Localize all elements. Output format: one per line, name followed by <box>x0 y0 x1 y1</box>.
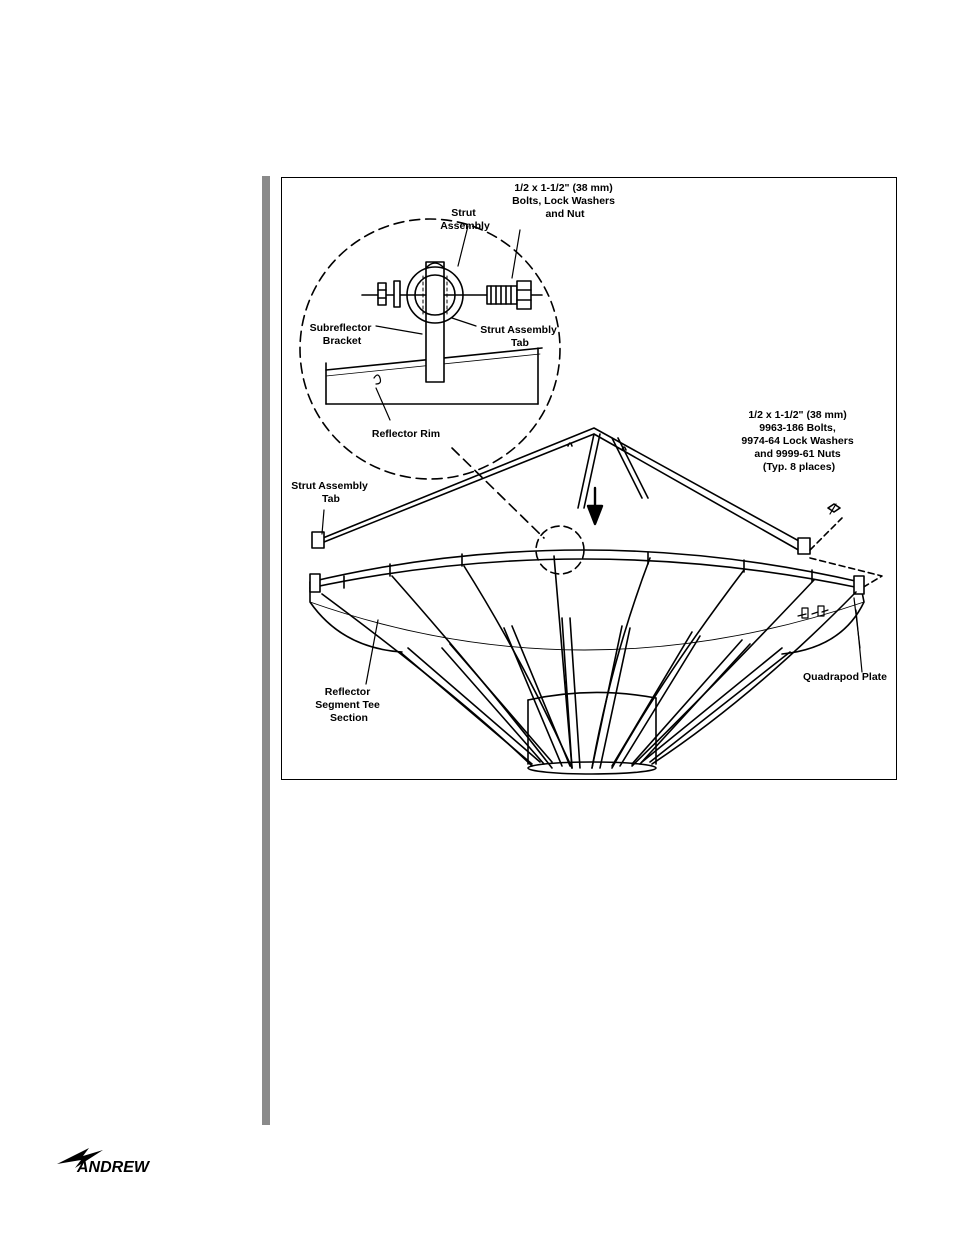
reflector-segment-label: Reflector Segment Tee Section <box>315 686 383 724</box>
nut-and-washer <box>378 281 400 307</box>
revision-bar <box>262 176 270 1125</box>
detail-leader <box>452 448 544 538</box>
reflector-rim-label: Reflector Rim <box>372 428 440 440</box>
strut-assembly-label: Strut Assembly <box>440 207 490 232</box>
strut-assembly-tab-left-label: Strut Assembly Tab <box>291 480 371 505</box>
subreflector-bracket-label: Subreflector Bracket <box>310 322 375 347</box>
reflector-rim <box>310 550 864 654</box>
strut-tab-right <box>798 504 882 588</box>
down-arrow <box>588 488 602 524</box>
quadrapod-struts <box>314 428 808 552</box>
detail-leader-lines <box>374 226 520 420</box>
antenna-assembly-diagram: 1/2 x 1-1/2" (38 mm) Bolts, Lock Washers… <box>282 178 898 781</box>
reflector-ribs <box>322 556 856 768</box>
bolt <box>487 281 531 309</box>
figure-frame: 1/2 x 1-1/2" (38 mm) Bolts, Lock Washers… <box>281 177 897 780</box>
andrew-logo: ANDREW <box>55 1142 170 1180</box>
bolts-top-label: 1/2 x 1-1/2" (38 mm) Bolts, Lock Washers… <box>512 182 618 220</box>
logo-wordmark: ANDREW <box>76 1159 151 1176</box>
bolts-right-label: 1/2 x 1-1/2" (38 mm) 9963-186 Bolts, 997… <box>741 409 856 473</box>
strut-assembly-tab-detail-label: Strut Assembly Tab <box>480 324 560 349</box>
lightning-bolt-icon: ANDREW <box>55 1142 170 1180</box>
quadrapod-plate-label: Quadrapod Plate <box>803 671 887 683</box>
